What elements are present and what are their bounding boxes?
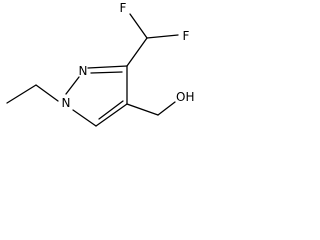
bond-n1-c5 <box>72 109 97 127</box>
atom-fluorine-right: F <box>183 29 190 43</box>
bonds <box>6 13 179 127</box>
atom-hydroxyl: OH <box>176 90 194 104</box>
bond-c5-c4 <box>95 103 128 127</box>
bond-cf2-f-left <box>129 13 148 39</box>
bond-n2-n1 <box>65 76 80 95</box>
bond-cf2-f-right <box>146 34 179 39</box>
bond-c5-c4-double <box>98 100 124 120</box>
chemical-structure: F F N N OH <box>6 1 195 127</box>
atom-nitrogen-1: N <box>62 96 71 110</box>
bond-n1-ch2 <box>35 84 59 102</box>
bond-c4-ch2oh <box>126 103 159 116</box>
atom-labels: F F N N OH <box>62 1 195 110</box>
bond-ch2-o <box>157 101 176 116</box>
bond-cf2-c3 <box>126 37 148 67</box>
bond-ch2-ch3 <box>6 84 37 104</box>
atom-fluorine-left: F <box>120 1 127 15</box>
bond-c3-n2-double <box>90 71 123 74</box>
bond-c3-n2 <box>87 65 128 69</box>
atom-nitrogen-2: N <box>79 64 88 78</box>
